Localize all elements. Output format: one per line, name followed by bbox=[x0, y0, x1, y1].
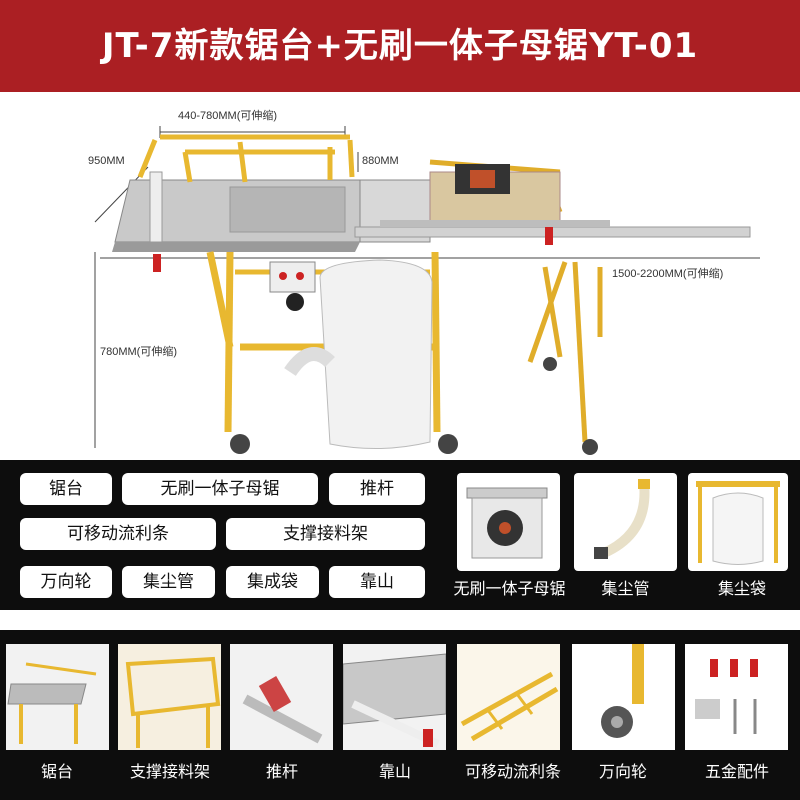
chip-support-rack: 支撑接料架 bbox=[226, 518, 425, 550]
gallery-tile-caster bbox=[572, 644, 675, 750]
support-rack-image bbox=[118, 644, 221, 750]
fence-image bbox=[343, 653, 446, 748]
thumb-caption-dust-pipe: 集尘管 bbox=[601, 579, 650, 598]
product-title: JT-7新款锯台+无刷一体子母锯YT-01 bbox=[101, 26, 699, 66]
chip-brushless-saw: 无刷一体子母锯 bbox=[122, 473, 318, 505]
dust-bag-image bbox=[696, 481, 780, 565]
push-rod-image bbox=[242, 676, 323, 744]
gallery-caption-support-rack: 支撑接料架 bbox=[129, 762, 210, 781]
chip-push-rod: 推杆 bbox=[329, 473, 425, 505]
gallery-tile-movable-roller bbox=[457, 644, 560, 750]
section-divider bbox=[0, 610, 800, 630]
thumb-caption-dust-bag: 集尘袋 bbox=[717, 579, 766, 598]
thumb-dust-bag bbox=[688, 473, 788, 571]
depth-right-dimension-label: 880MM bbox=[362, 155, 399, 167]
chip-caster: 万向轮 bbox=[20, 566, 112, 598]
gallery-caption-caster: 万向轮 bbox=[598, 762, 647, 781]
chip-dust-pipe: 集尘管 bbox=[122, 566, 215, 598]
gallery-caption-hardware: 五金配件 bbox=[704, 762, 769, 781]
brushless-saw-image bbox=[466, 487, 548, 559]
title-banner: JT-7新款锯台+无刷一体子母锯YT-01 bbox=[0, 0, 800, 92]
hardware-image bbox=[685, 644, 788, 750]
gallery-caption-fence: 靠山 bbox=[378, 762, 411, 781]
chip-movable-roller: 可移动流利条 bbox=[20, 518, 216, 550]
gallery-tile-fence bbox=[343, 644, 446, 750]
gallery-caption-movable-roller: 可移动流利条 bbox=[464, 762, 561, 781]
thumb-caption-brushless-saw: 无刷一体子母锯 bbox=[453, 579, 566, 598]
gallery-tile-hardware bbox=[685, 644, 788, 750]
gallery-tile-push-rod bbox=[230, 644, 333, 750]
parts-gallery: 锯台 支撑接料架 推杆 靠山 可移动流利条 万向轮 五金配件 bbox=[0, 630, 800, 800]
height-dimension-label: 780MM(可伸缩) bbox=[100, 346, 178, 358]
chip-fence: 靠山 bbox=[329, 566, 425, 598]
gallery-tile-support-rack bbox=[118, 644, 221, 750]
dust-pipe-image bbox=[594, 479, 650, 559]
gallery-caption-saw-table: 锯台 bbox=[40, 762, 73, 781]
gallery-tile-saw-table bbox=[6, 644, 109, 750]
length-dimension-label: 1500-2200MM(可伸缩) bbox=[612, 268, 724, 280]
chip-dust-bag: 集成袋 bbox=[226, 566, 319, 598]
saw-table-image bbox=[7, 662, 97, 744]
movable-roller-image bbox=[457, 644, 560, 750]
thumb-brushless-saw bbox=[457, 473, 560, 571]
depth-left-dimension-label: 950MM bbox=[88, 155, 125, 167]
thumb-dust-pipe bbox=[574, 473, 677, 571]
hero-product-image: 440-780MM(可伸缩) 950MM 880MM 1500-2200MM(可… bbox=[0, 92, 800, 460]
saw-table-illustration bbox=[94, 126, 760, 455]
width-dimension-label: 440-780MM(可伸缩) bbox=[178, 110, 278, 122]
caster-image bbox=[572, 644, 675, 750]
gallery-caption-push-rod: 推杆 bbox=[265, 762, 298, 781]
chip-saw-table: 锯台 bbox=[20, 473, 112, 505]
feature-panel: 锯台 无刷一体子母锯 推杆 可移动流利条 支撑接料架 万向轮 集尘管 集成袋 靠… bbox=[0, 460, 800, 610]
